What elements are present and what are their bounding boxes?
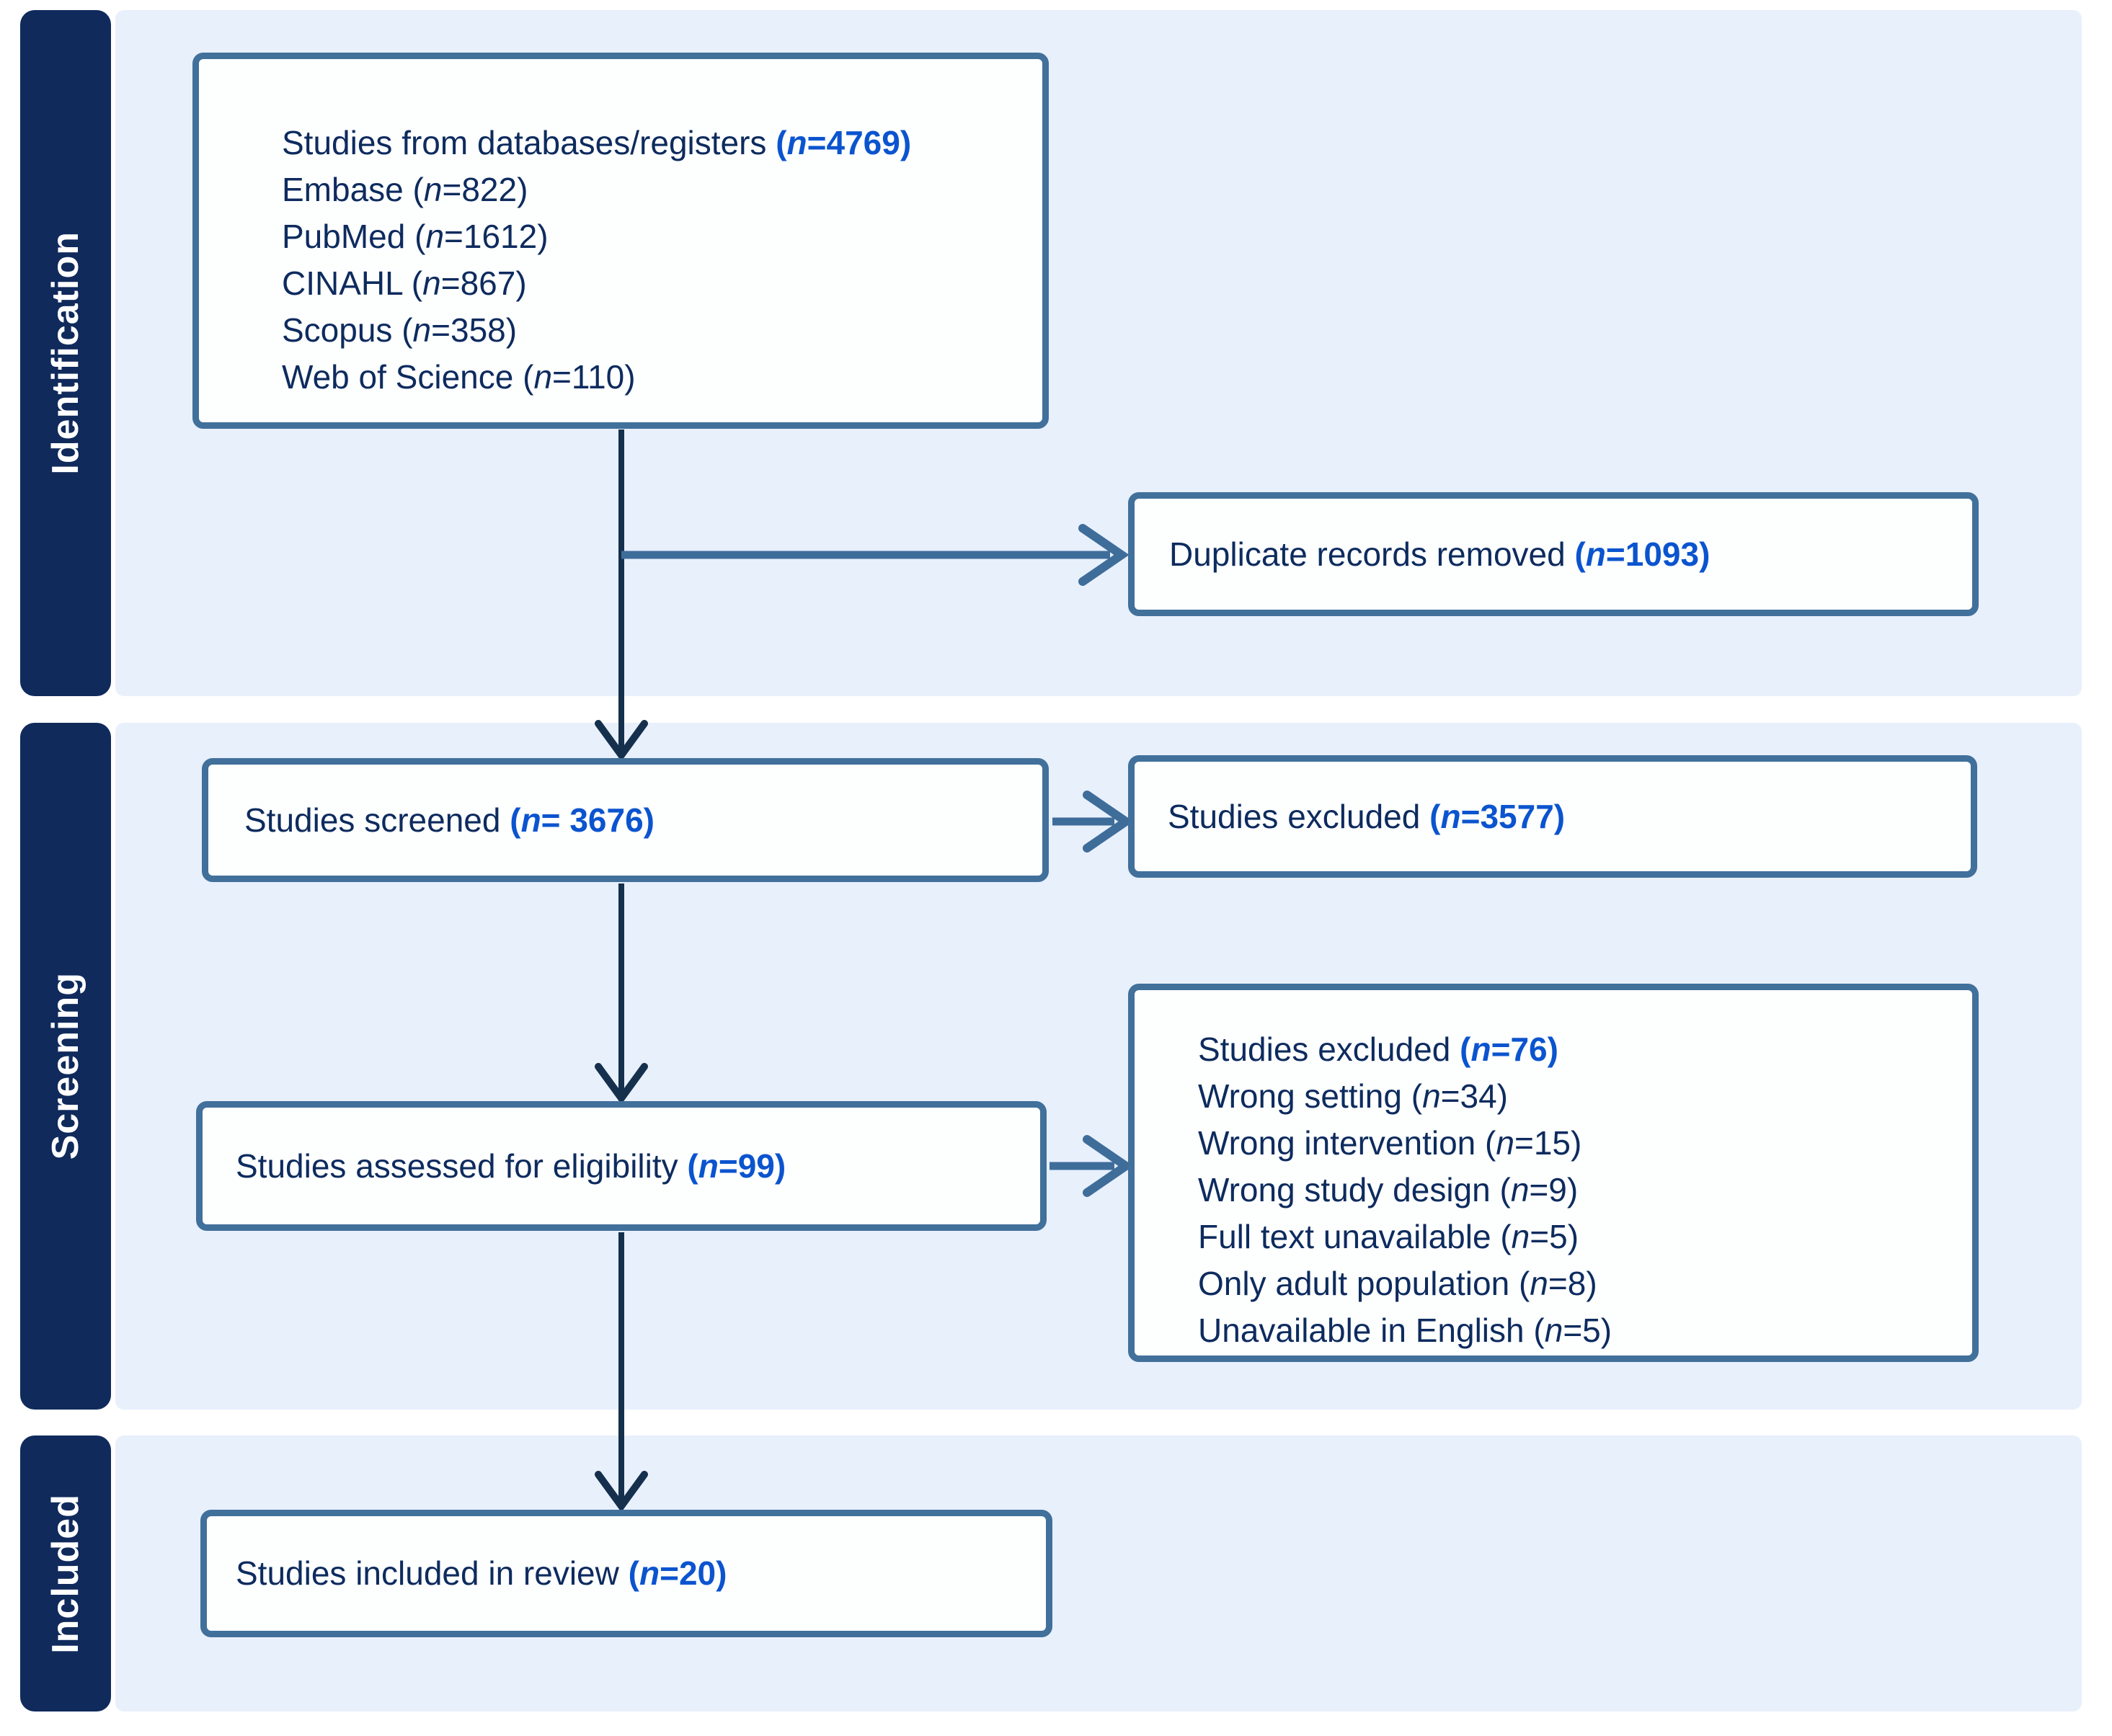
- box-databases-registers: Studies from databases/registers (n=4769…: [192, 53, 1049, 429]
- arrow-to-duplicates-head: [1078, 524, 1130, 586]
- exclusion-reason-full-text-unavailable: Full text unavailable (n=5): [1198, 1218, 1579, 1255]
- stage-band-included: Included: [20, 1435, 111, 1711]
- included-text: Studies included in review (n=20): [236, 1554, 727, 1592]
- excluded-screening-text: Studies excluded (n=3577): [1168, 797, 1566, 835]
- stage-band-identification: Identification: [20, 10, 111, 696]
- eligibility-text: Studies assessed for eligibility (n=99): [236, 1147, 786, 1185]
- database-row-pubmed: PubMed (n=1612): [282, 218, 549, 255]
- database-row-cinahl: CINAHL (n=867): [282, 264, 527, 302]
- exclusion-reason-wrong-intervention: Wrong intervention (n=15): [1198, 1124, 1582, 1162]
- stage-band-screening: Screening: [20, 723, 111, 1410]
- arrow-screened-to-excluded-head: [1083, 791, 1134, 853]
- exclusion-reason-only-adult-population: Only adult population (n=8): [1198, 1265, 1597, 1302]
- box-studies-excluded-eligibility: Studies excluded (n=76) Wrong setting (n…: [1128, 984, 1979, 1362]
- arrow-databases-to-screened-head: [595, 720, 648, 762]
- databases-title: Studies from databases/registers (n=4769…: [282, 124, 912, 161]
- excluded-eligibility-title: Studies excluded (n=76): [1198, 1031, 1558, 1068]
- database-row-scopus: Scopus (n=358): [282, 311, 518, 349]
- arrow-eligibility-to-excluded-head: [1083, 1135, 1134, 1197]
- duplicates-text: Duplicate records removed (n=1093): [1169, 535, 1711, 573]
- box-assessed-eligibility: Studies assessed for eligibility (n=99): [196, 1101, 1047, 1231]
- box-studies-included: Studies included in review (n=20): [200, 1510, 1052, 1637]
- arrow-eligibility-to-included-head: [595, 1471, 648, 1513]
- exclusion-reason-wrong-study-design: Wrong study design (n=9): [1198, 1171, 1579, 1208]
- box-studies-screened: Studies screened (n= 3676): [202, 758, 1049, 882]
- database-row-web-of-science: Web of Science (n=110): [282, 358, 636, 396]
- screened-text: Studies screened (n= 3676): [244, 801, 655, 839]
- box-duplicates-removed: Duplicate records removed (n=1093): [1128, 492, 1979, 616]
- box-studies-excluded-screening: Studies excluded (n=3577): [1128, 755, 1977, 878]
- exclusion-reason-unavailable-in-english: Unavailable in English (n=5): [1198, 1312, 1612, 1349]
- exclusion-reason-wrong-setting: Wrong setting (n=34): [1198, 1077, 1509, 1115]
- arrow-screened-to-eligibility-head: [595, 1063, 648, 1105]
- database-row-embase: Embase (n=822): [282, 171, 528, 208]
